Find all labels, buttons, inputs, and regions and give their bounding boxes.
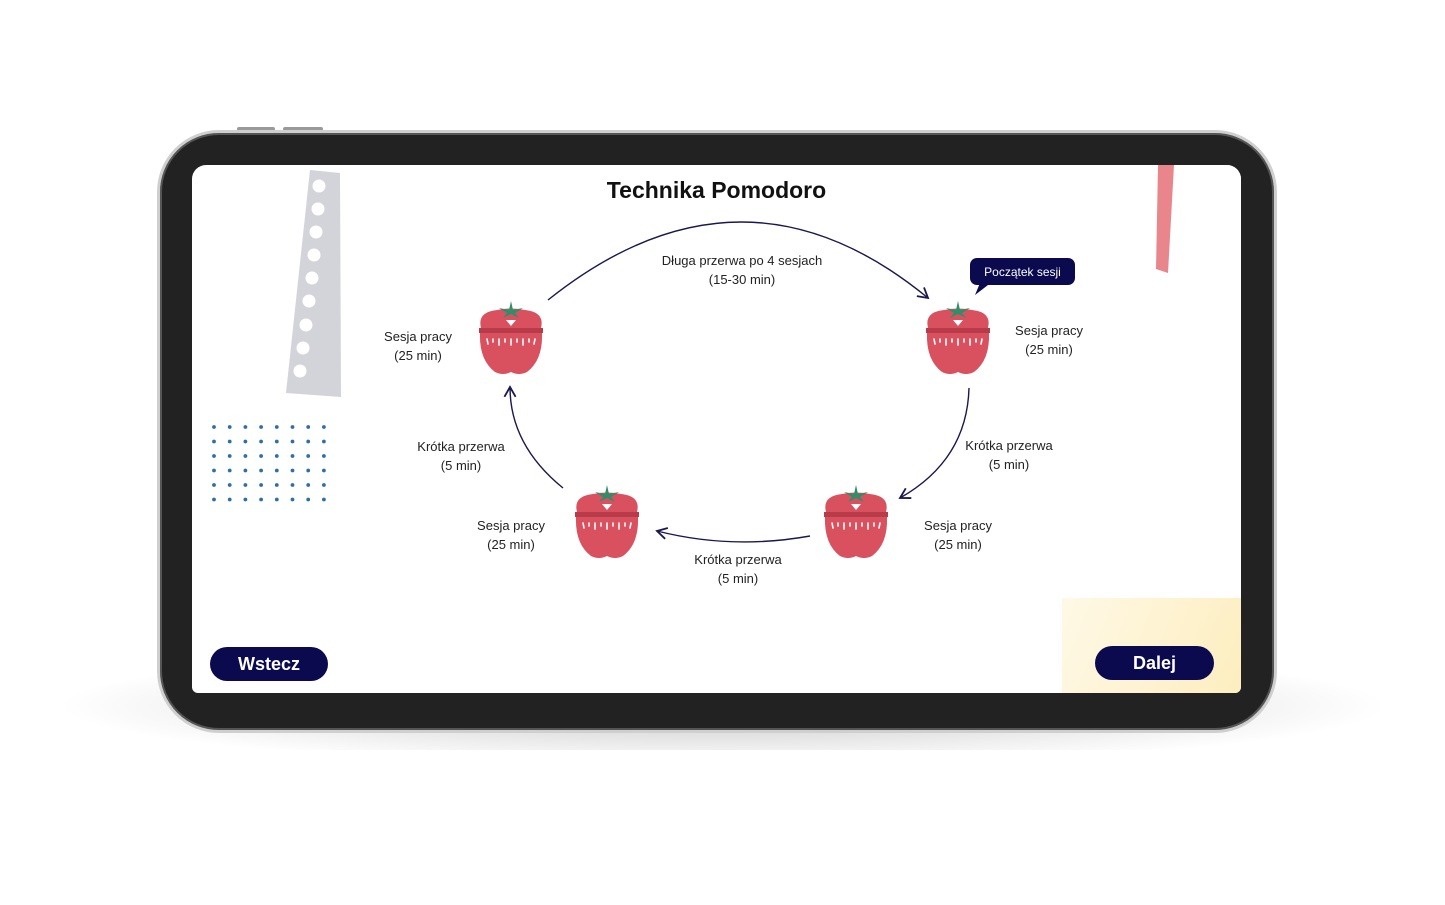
dot <box>274 425 279 429</box>
tomato-timer-icon <box>478 300 544 375</box>
dot <box>243 468 248 473</box>
dot <box>306 454 311 458</box>
session-label: Sesja pracy (25 min) <box>477 516 545 554</box>
dot <box>290 425 295 429</box>
dot <box>259 468 263 473</box>
dot <box>243 425 248 429</box>
dot <box>259 454 263 458</box>
session-label: Sesja pracy (25 min) <box>924 516 992 554</box>
dot <box>322 483 326 487</box>
dot <box>322 425 326 429</box>
arrow-long-break <box>547 221 930 301</box>
label-line: Sesja pracy <box>384 329 452 344</box>
session-label: Sesja pracy (25 min) <box>1015 321 1083 359</box>
dot <box>290 497 295 502</box>
label-line: (15-30 min) <box>708 272 776 287</box>
dot <box>227 468 232 473</box>
dot <box>227 425 232 429</box>
session-start-badge: Początek sesji <box>970 258 1075 285</box>
dot <box>227 439 232 444</box>
label-line: Krótka przerwa <box>417 439 505 454</box>
device-button <box>283 127 323 131</box>
dot <box>212 439 216 444</box>
page-title: Technika Pomodoro <box>606 177 827 203</box>
cycle-arrows <box>503 221 970 543</box>
short-break-label: Krótka przerwa (5 min) <box>965 436 1052 474</box>
dot <box>290 454 295 458</box>
dot <box>306 497 311 502</box>
arrow-short-break-right <box>898 387 970 499</box>
label-line: Długa przerwa po 4 sesjach <box>661 253 823 268</box>
dot <box>306 468 311 473</box>
dot <box>322 454 326 458</box>
dot <box>290 439 295 444</box>
label-line: (5 min) <box>988 457 1030 472</box>
dot <box>212 483 216 487</box>
dot-grid <box>212 425 326 502</box>
dot <box>259 483 263 487</box>
dot <box>274 497 279 502</box>
dot <box>274 483 279 487</box>
tomato-timer-icon <box>823 484 889 559</box>
pink-strip <box>1156 165 1174 273</box>
decorations <box>212 165 1241 693</box>
label-line: Sesja pracy <box>924 518 992 533</box>
dot <box>259 439 263 444</box>
dot <box>274 439 279 444</box>
dot <box>212 468 216 473</box>
session-label: Sesja pracy (25 min) <box>384 327 452 365</box>
label-line: Krótka przerwa <box>965 438 1053 453</box>
dot <box>212 454 216 458</box>
dot <box>290 483 295 487</box>
dot <box>243 483 248 487</box>
dot <box>274 454 279 458</box>
tomato-timer-icon <box>574 484 640 559</box>
label-line: (5 min) <box>717 571 759 586</box>
label-line: (25 min) <box>934 537 982 552</box>
dot <box>259 425 263 429</box>
back-button[interactable]: Wstecz <box>210 647 328 681</box>
dot <box>306 439 311 444</box>
label-line: (5 min) <box>440 458 482 473</box>
next-button[interactable]: Dalej <box>1095 646 1214 680</box>
dot <box>306 425 311 429</box>
dot <box>227 454 232 458</box>
label-line: (25 min) <box>487 537 535 552</box>
dot <box>243 497 248 502</box>
dot <box>322 439 326 444</box>
dot <box>290 468 295 473</box>
short-break-label: Krótka przerwa (5 min) <box>417 437 504 475</box>
label-line: (25 min) <box>1025 342 1073 357</box>
dot <box>227 497 232 502</box>
short-break-label: Krótka przerwa (5 min) <box>694 550 781 588</box>
dot <box>259 497 263 502</box>
dot <box>274 468 279 473</box>
label-line: Krótka przerwa <box>694 552 782 567</box>
dot <box>322 468 326 473</box>
label-line: (25 min) <box>394 348 442 363</box>
arrow-short-break-left <box>503 385 564 489</box>
label-line: Sesja pracy <box>477 518 545 533</box>
dot <box>306 483 311 487</box>
dot <box>243 454 248 458</box>
long-break-label: Długa przerwa po 4 sesjach (15-30 min) <box>662 251 822 289</box>
arrow-short-break-bottom <box>655 527 811 543</box>
dot <box>322 497 326 502</box>
tomato-timer-icon <box>925 300 991 375</box>
label-line: Sesja pracy <box>1015 323 1083 338</box>
dot <box>212 425 216 429</box>
slide-screen: Technika Pomodoro Długa przerwa po 4 ses… <box>192 165 1241 693</box>
dot <box>243 439 248 444</box>
dot <box>212 497 216 502</box>
dot <box>227 483 232 487</box>
device-button <box>237 127 275 131</box>
